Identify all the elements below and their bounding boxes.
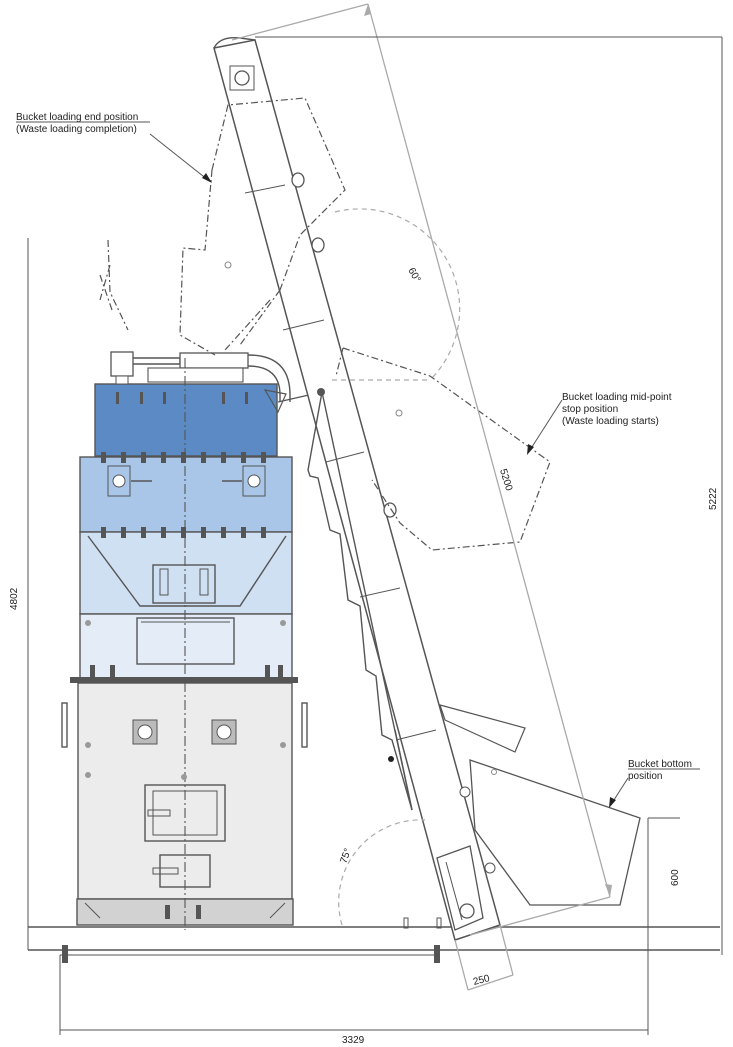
leader-lines [149, 133, 629, 808]
label-end-position-1: Bucket loading end position [16, 112, 138, 123]
label-mid-position-3: (Waste loading starts) [562, 416, 659, 427]
dim-total-height: 4802 [9, 587, 20, 610]
label-mid-position-2: stop position [562, 404, 618, 415]
bucket-end-position-outline [99, 97, 346, 356]
bucket-height-dimension [647, 817, 680, 927]
dim-total-width: 3329 [342, 1035, 365, 1046]
dim-conveyor-height: 5222 [708, 487, 719, 510]
dim-conveyor-width: 250 [472, 973, 491, 988]
label-bottom-position-1: Bucket bottom [628, 759, 692, 770]
conveyor-length-dimension [231, 3, 612, 991]
height-dimension-right [255, 36, 723, 955]
label-bottom-position-2: position [628, 771, 662, 782]
dim-angle-bottom: 75° [338, 847, 354, 865]
dim-angle-top: 60° [405, 266, 422, 285]
inclined-conveyor [213, 37, 641, 941]
dim-bucket-height: 600 [670, 869, 681, 886]
foundation [28, 917, 720, 963]
label-mid-position-1: Bucket loading mid-point [562, 392, 672, 403]
machine-body [61, 351, 323, 930]
label-end-position-2: (Waste loading completion) [16, 124, 137, 135]
bucket-mid-position-outline [335, 347, 551, 551]
width-dimension [59, 927, 649, 1035]
flange-bar [70, 677, 298, 683]
bucket-bottom-outline [469, 759, 641, 906]
funnel-section [79, 531, 293, 615]
hopper-top-box [94, 383, 278, 457]
